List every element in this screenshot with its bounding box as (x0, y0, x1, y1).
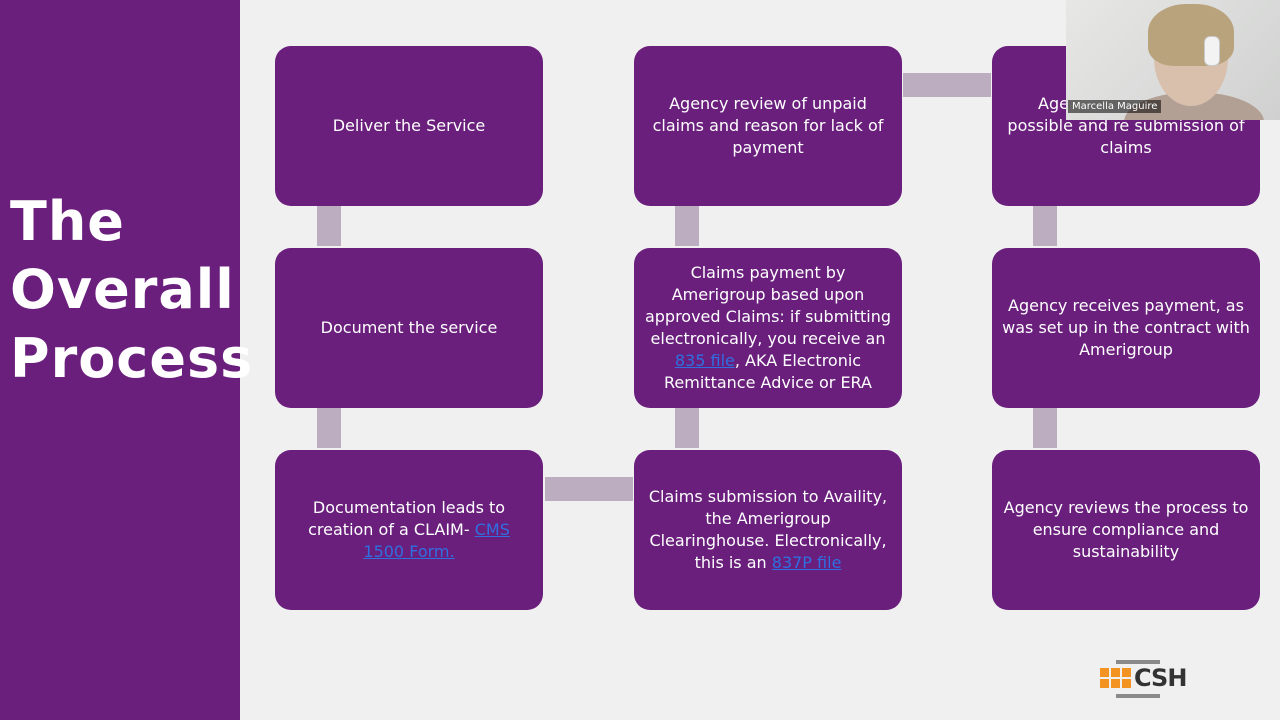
step-text: Age possible and re submission of claims (1007, 94, 1245, 157)
step-reviews-process: Agency reviews the process to ensure com… (992, 450, 1260, 610)
slide-title-panel: The Overall Process (0, 0, 252, 720)
slide-title-line-1: The (10, 190, 125, 253)
837p-file-link[interactable]: 837P file (771, 553, 842, 572)
step-claims-submission: Claims submission to Availity, the Ameri… (634, 450, 902, 610)
step-deliver-service: Deliver the Service (275, 46, 543, 206)
step-document-service: Document the service (275, 248, 543, 408)
participant-video[interactable]: Marcella Maguire (1066, 0, 1280, 120)
participant-name: Marcella Maguire (1068, 100, 1162, 113)
step-receives-payment: Agency receives payment, as was set up i… (992, 248, 1260, 408)
logo-bottom-bar (1116, 694, 1160, 698)
step-claims-payment: Claims payment by Amerigroup based upon … (634, 248, 902, 408)
connector-receives-reviews (1033, 408, 1057, 448)
connector-resubmit-receives (1033, 206, 1057, 246)
step-text: Agency receives payment, as was set up i… (1002, 296, 1250, 359)
step-text: Claims submission to Availity, the Ameri… (648, 487, 888, 572)
step-documentation-claim: Documentation leads to creation of a CLA… (275, 450, 543, 610)
835-file-link[interactable]: 835 file (674, 351, 735, 370)
step-text: Claims payment by Amerigroup based upon … (644, 263, 892, 392)
participant-hair (1148, 4, 1234, 66)
step-text: Documentation leads to creation of a CLA… (308, 498, 510, 561)
step-text: Agency review of unpaid claims and reaso… (652, 94, 884, 157)
connector-review-resubmit (903, 73, 991, 97)
step-text: Deliver the Service (332, 116, 486, 135)
headset-icon (1204, 36, 1220, 66)
connector-deliver-document (317, 206, 341, 246)
logo-top-bar (1116, 660, 1160, 664)
cms-1500-link[interactable]: CMS 1500 Form. (363, 520, 510, 561)
step-text: Agency reviews the process to ensure com… (1003, 498, 1249, 561)
connector-document-documentation (317, 408, 341, 448)
connector-payment-review (675, 206, 699, 246)
logo-square (1100, 668, 1109, 677)
csh-logo: CSH (1100, 660, 1192, 700)
logo-square (1111, 679, 1120, 688)
slide-title-line-2: Overall (10, 258, 235, 321)
connector-submission-payment (675, 408, 699, 448)
logo-square (1122, 679, 1131, 688)
step-review-unpaid-claims: Agency review of unpaid claims and reaso… (634, 46, 902, 206)
logo-square (1122, 668, 1131, 677)
logo-square (1100, 679, 1109, 688)
logo-text: CSH (1134, 664, 1187, 692)
slide-title-line-3: Process (10, 327, 254, 390)
logo-square (1111, 668, 1120, 677)
connector-documentation-submission (545, 477, 633, 501)
step-text: Document the service (320, 318, 498, 337)
